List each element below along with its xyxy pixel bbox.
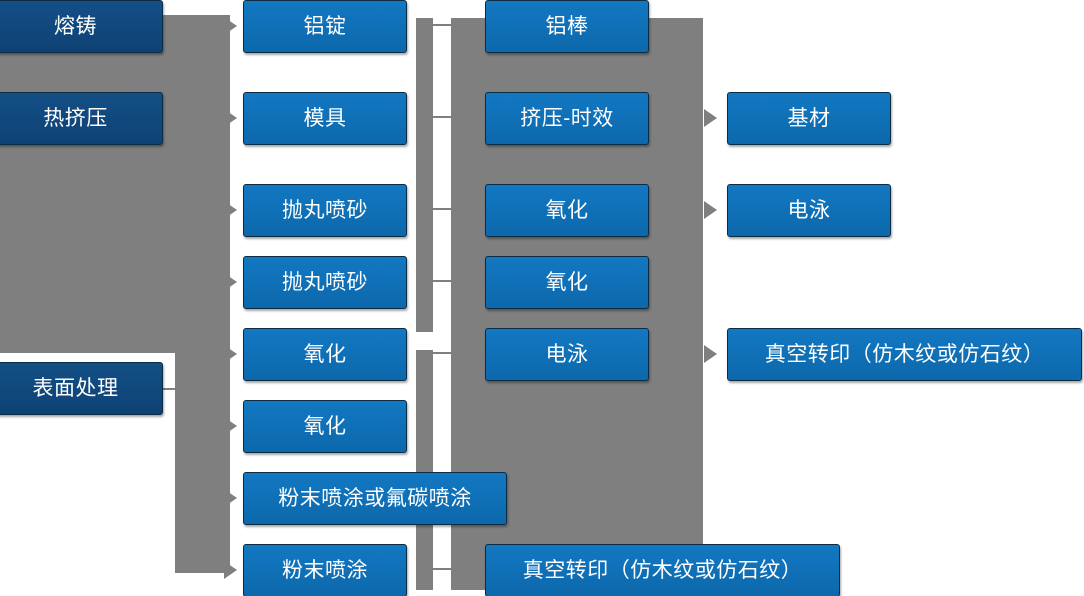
- node-extrusion-aging-label: 挤压-时效: [520, 106, 614, 130]
- connector-middle-thin-bar-lower: [416, 350, 433, 590]
- node-electrophoresis-2[interactable]: 电泳: [727, 184, 891, 237]
- tick-oxidation-4: [433, 280, 451, 282]
- node-powder-coating-label: 粉末喷涂: [282, 558, 368, 582]
- connector-middle-thin-bar-upper: [416, 18, 433, 332]
- node-shot-blasting-2-label: 抛丸喷砂: [282, 270, 368, 294]
- node-shot-blasting-1-label: 抛丸喷砂: [282, 198, 368, 222]
- arrow-to-shot-blasting-2: [224, 273, 237, 291]
- arrow-to-shot-blasting-1: [224, 201, 237, 219]
- connector-surface-stub: [160, 388, 182, 390]
- node-shot-blasting-2[interactable]: 抛丸喷砂: [243, 256, 407, 309]
- tick-oxidation-3: [433, 208, 451, 210]
- connector-left-notch: [0, 353, 175, 361]
- node-oxidation-4[interactable]: 氧化: [485, 256, 649, 309]
- node-oxidation-3-label: 氧化: [545, 198, 589, 222]
- node-electrophoresis-2-label: 电泳: [787, 198, 831, 222]
- node-oxidation-1-label: 氧化: [303, 342, 347, 366]
- node-electrophoresis-1-label: 电泳: [545, 342, 589, 366]
- node-base-material[interactable]: 基材: [727, 92, 891, 145]
- arrow-to-powder-or-fluorocarbon: [224, 489, 237, 507]
- node-vacuum-transfer-bottom[interactable]: 真空转印（仿木纹或仿石纹）: [485, 544, 840, 596]
- connector-left-trunk-upper: [0, 15, 230, 353]
- arrow-down-melt-to-extrude: [66, 68, 84, 81]
- node-mould-label: 模具: [303, 106, 347, 130]
- node-powder-coating[interactable]: 粉末喷涂: [243, 544, 407, 596]
- stage-surface-treatment[interactable]: 表面处理: [0, 362, 163, 415]
- node-powder-or-fluorocarbon-coating[interactable]: 粉末喷涂或氟碳喷涂: [243, 472, 507, 525]
- arrow-to-electrophoresis-2: [704, 201, 717, 219]
- tick-electrophoresis-1: [433, 352, 451, 354]
- stage-hot-extrude-label: 热挤压: [43, 106, 108, 130]
- arrow-to-oxidation-2: [224, 417, 237, 435]
- node-oxidation-2-label: 氧化: [303, 414, 347, 438]
- stage-melt-cast-label: 熔铸: [54, 14, 97, 38]
- node-aluminium-bar[interactable]: 铝棒: [485, 0, 649, 53]
- arrow-to-mould: [224, 109, 237, 127]
- node-mould[interactable]: 模具: [243, 92, 407, 145]
- tick-aluminium-bar: [433, 24, 451, 26]
- node-powder-or-fluorocarbon-coating-label: 粉末喷涂或氟碳喷涂: [278, 486, 472, 510]
- node-oxidation-1[interactable]: 氧化: [243, 328, 407, 381]
- node-aluminium-ingot[interactable]: 铝锭: [243, 0, 407, 53]
- stage-hot-extrude[interactable]: 热挤压: [0, 92, 163, 145]
- connector-left-trunk-lower: [175, 353, 230, 573]
- arrow-to-base-material: [704, 109, 717, 127]
- node-base-material-label: 基材: [787, 106, 831, 130]
- node-vacuum-transfer-right[interactable]: 真空转印（仿木纹或仿石纹）: [727, 328, 1082, 381]
- node-electrophoresis-1[interactable]: 电泳: [485, 328, 649, 381]
- node-shot-blasting-1[interactable]: 抛丸喷砂: [243, 184, 407, 237]
- tick-extrusion-aging: [433, 116, 451, 118]
- node-oxidation-3[interactable]: 氧化: [485, 184, 649, 237]
- stage-surface-treatment-label: 表面处理: [32, 376, 119, 400]
- node-vacuum-transfer-right-label: 真空转印（仿木纹或仿石纹）: [764, 342, 1045, 366]
- node-oxidation-4-label: 氧化: [545, 270, 589, 294]
- stage-melt-cast[interactable]: 熔铸: [0, 0, 163, 53]
- arrow-to-aluminium-ingot: [224, 17, 237, 35]
- arrow-to-oxidation-1: [224, 345, 237, 363]
- tick-vacuum-transfer-bottom: [433, 568, 451, 570]
- node-aluminium-bar-label: 铝棒: [545, 14, 589, 38]
- node-oxidation-2[interactable]: 氧化: [243, 400, 407, 453]
- arrow-to-vacuum-transfer-right: [704, 345, 717, 363]
- arrow-to-powder-coating: [224, 561, 237, 579]
- arrow-down-extrude-to-surface: [66, 340, 84, 353]
- node-aluminium-ingot-label: 铝锭: [303, 14, 347, 38]
- node-vacuum-transfer-bottom-label: 真空转印（仿木纹或仿石纹）: [522, 558, 803, 582]
- connector-left-notch-2: [163, 353, 175, 373]
- node-extrusion-aging[interactable]: 挤压-时效: [485, 92, 649, 145]
